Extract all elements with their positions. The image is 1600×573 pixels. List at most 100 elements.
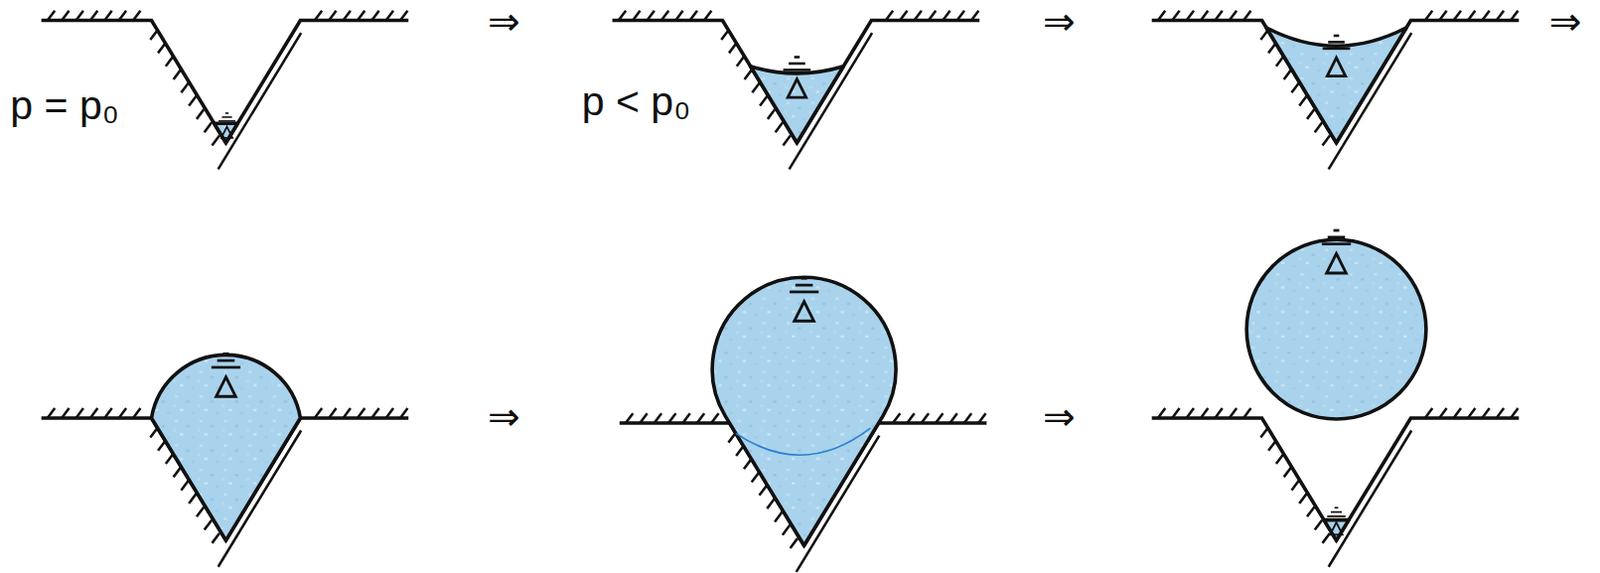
liquid: [151, 354, 301, 541]
level-triangle: [1326, 57, 1345, 76]
hatch-stroke: [1307, 109, 1314, 120]
hatch-stroke: [400, 408, 408, 419]
hatch-stroke: [697, 413, 705, 424]
hatch-stroke: [1158, 408, 1165, 419]
hatch-stroke: [188, 96, 196, 107]
level-line: [1326, 515, 1345, 518]
hatch-stroke: [906, 413, 914, 424]
hatch-stroke: [328, 408, 336, 419]
hatch-stroke: [935, 413, 943, 424]
level-line: [1321, 242, 1351, 246]
hatch-stroke: [180, 82, 188, 93]
hatch-stroke: [1322, 533, 1330, 544]
hatch-stroke: [1307, 506, 1314, 517]
step-arrow: ⇒: [1042, 397, 1076, 437]
hatch-stroke: [957, 10, 965, 21]
hatch-stroke: [759, 485, 767, 496]
hatch-stroke: [1214, 408, 1222, 419]
hatch-stroke: [357, 10, 365, 21]
hatch-stroke: [928, 10, 936, 21]
hatch-stroke: [1276, 453, 1284, 464]
hatch-stroke: [661, 10, 669, 21]
hatch-stroke: [90, 10, 98, 21]
level-line: [223, 352, 230, 356]
level-line: [1333, 34, 1340, 38]
hatch-stroke: [61, 10, 69, 21]
hatch-stroke: [76, 408, 84, 419]
hatch-stroke: [1314, 520, 1322, 531]
hatch-stroke: [639, 413, 647, 424]
hatch-stroke: [743, 458, 751, 469]
level-line: [1327, 40, 1345, 44]
water-level-symbol: [218, 113, 236, 139]
hatch-stroke: [1299, 96, 1307, 107]
hatch-stroke: [744, 69, 752, 80]
hatch-stroke: [196, 506, 204, 517]
hatch-stroke: [1454, 408, 1461, 419]
level-line: [783, 68, 812, 72]
hatch-stroke: [47, 408, 55, 419]
hatch-stroke: [328, 10, 336, 21]
hatch-stroke: [90, 408, 98, 419]
hatch-stroke: [1510, 408, 1518, 419]
level-triangle: [1326, 253, 1347, 274]
level-triangle: [787, 79, 806, 98]
hatch-stroke: [618, 10, 626, 21]
hatch-stroke: [675, 10, 683, 21]
hatch-stroke: [759, 96, 767, 107]
hatch-stroke: [1425, 10, 1433, 21]
hatch-stroke: [119, 10, 127, 21]
hatch-stroke: [212, 533, 220, 544]
hatch-stroke: [1276, 56, 1284, 67]
hatch-stroke: [1243, 408, 1251, 419]
level-symbols: [211, 35, 1351, 535]
level-line: [1330, 511, 1342, 514]
water-level-symbol: [783, 56, 812, 98]
ground-surface: [1152, 418, 1520, 541]
hatch-stroke: [654, 413, 662, 424]
hatch-stroke: [711, 413, 719, 424]
hatch-stroke: [751, 82, 759, 93]
pressure-label: p < p₀: [581, 81, 692, 123]
hatch-stroke: [1322, 136, 1330, 146]
hatch-stroke: [1186, 408, 1194, 419]
hatch-stroke: [1439, 10, 1447, 21]
hatch-stroke: [728, 43, 736, 54]
hatch-stroke: [188, 493, 196, 504]
hatch-stroke: [400, 10, 408, 21]
hatch-stroke: [314, 10, 322, 21]
hatch-stroke: [1200, 10, 1208, 21]
hatch-stroke: [690, 10, 698, 21]
hatch-stroke: [1291, 82, 1299, 93]
liquid: [712, 277, 896, 546]
step-arrow: ⇒: [487, 397, 521, 437]
water-level-symbol: [1322, 35, 1351, 77]
hatch-stroke: [774, 512, 782, 523]
hatch-stroke: [971, 10, 979, 21]
level-line: [218, 120, 236, 123]
former-surface-arc: [735, 428, 872, 455]
hatch-stroke: [1496, 408, 1504, 419]
hatch-stroke: [913, 10, 921, 21]
step-arrow: ⇒: [487, 1, 521, 41]
hatch-stroke: [736, 56, 744, 67]
level-line: [789, 290, 819, 294]
hatch-stroke: [386, 408, 394, 419]
hatch-stroke: [371, 10, 379, 21]
hatch-stroke: [149, 29, 157, 40]
hatch-stroke: [173, 69, 181, 80]
hatch-stroke: [885, 10, 893, 21]
hatch-stroke: [165, 56, 173, 67]
level-triangle: [216, 377, 237, 398]
ground-surface: [1152, 20, 1520, 144]
hatch-stroke: [173, 467, 181, 478]
wall-hatch-line: [218, 32, 302, 169]
hatch-stroke: [625, 413, 633, 424]
level-line: [801, 277, 808, 281]
hatch-stroke: [964, 413, 972, 424]
hatch-stroke: [47, 10, 55, 21]
liquid: [1266, 27, 1407, 144]
hatch-stroke: [1171, 408, 1179, 419]
level-line: [1327, 235, 1346, 239]
